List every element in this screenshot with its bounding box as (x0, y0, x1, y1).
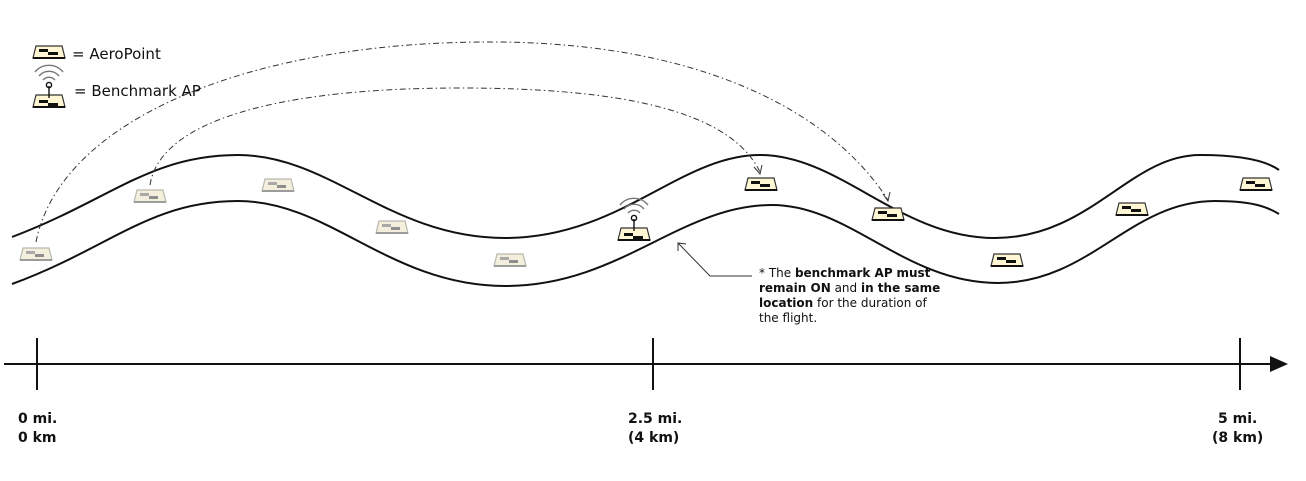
aeropoint-icon (375, 220, 409, 234)
tick-label-end: 5 mi. (8 km) (1212, 411, 1264, 446)
leapfrog-arc-2 (149, 87, 761, 186)
aeropoint-icon (744, 177, 778, 191)
arrowhead-1 (882, 191, 891, 203)
aeropoint-icon (19, 247, 53, 261)
aeropoint-icon (261, 178, 295, 192)
note-bold-benchmark: benchmark AP (794, 266, 893, 280)
legend-aeropoint-icon (32, 45, 66, 59)
legend-aeropoint-label: = AeroPoint (72, 45, 161, 63)
arrowhead-2 (753, 164, 763, 176)
legend-benchmark-icon (32, 64, 66, 108)
aeropoint-icon (493, 253, 527, 267)
road-edge-lower (11, 199, 1280, 288)
leapfrog-arc-1 (35, 41, 889, 243)
aeropoint-icon (1239, 177, 1273, 191)
note-bold-same-location: in the same location (759, 281, 941, 310)
road-edge-upper (11, 153, 1280, 240)
aeropoint-icon (871, 207, 905, 221)
aeropoint-icon (1115, 202, 1149, 216)
benchmark-note: * The benchmark AP must remain ON and in… (759, 266, 941, 325)
note-text: * The (759, 266, 795, 280)
note-bold-remain-on: must remain ON (759, 266, 931, 295)
axis-arrowhead (1270, 356, 1288, 372)
legend-benchmark-label: = Benchmark AP (74, 82, 201, 100)
aeropoint-icon (133, 189, 167, 203)
note-leader-line (677, 242, 752, 277)
benchmark-ap-icon (617, 197, 651, 241)
tick-label-mid: 2.5 mi. (4 km) (628, 411, 683, 446)
note-leader-arrowhead (677, 242, 687, 251)
aeropoint-icon (990, 253, 1024, 267)
tick-label-start: 0 mi. 0 km (18, 411, 58, 446)
